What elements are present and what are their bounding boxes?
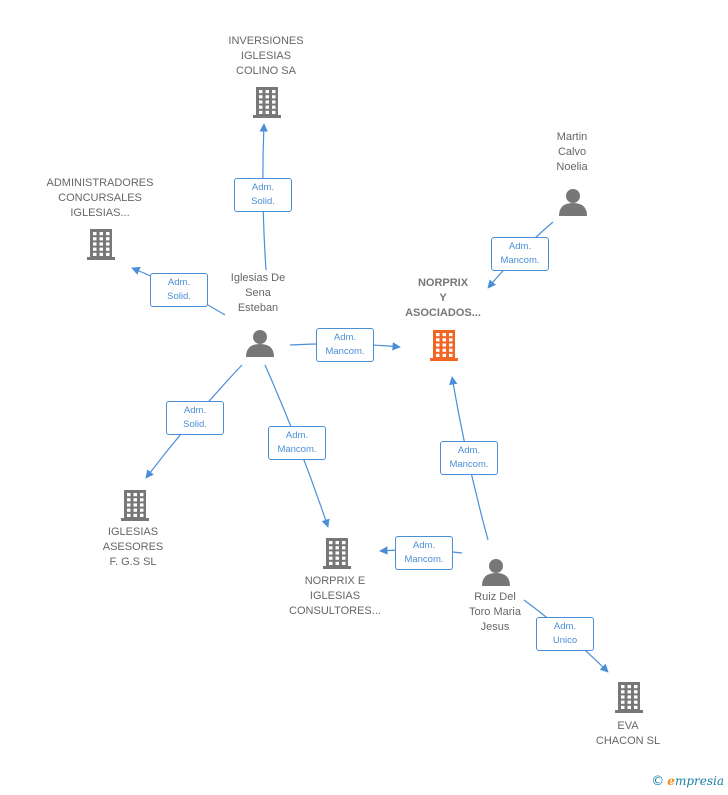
node-label-iglesias-de-sena[interactable]: Iglesias De Sena Esteban (230, 272, 286, 314)
edge-label-iglesias-de-sena-to-norprix-e-iglesias: Adm. Mancom. (268, 426, 326, 460)
brand-name: mpresia (674, 774, 724, 788)
edge-label-ruiz-del-toro-to-norprix-y-asociados: Adm. Mancom. (440, 441, 498, 475)
building-icon-focus (430, 330, 458, 361)
person-icon (559, 189, 587, 216)
edge-label-iglesias-de-sena-to-norprix-y-asociados: Adm. Mancom. (316, 328, 374, 362)
edge-label-iglesias-de-sena-to-inversiones: Adm. Solid. (234, 178, 292, 212)
node-label-ruiz-del-toro[interactable]: Ruiz Del Toro Maria Jesus (469, 591, 521, 633)
node-label-eva-chacon[interactable]: EVA CHACON SL (595, 720, 661, 747)
edge-label-martin-calvo-to-norprix-y-asociados: Adm. Mancom. (491, 237, 549, 271)
edge-label-ruiz-del-toro-to-eva-chacon: Adm. Unico (536, 617, 594, 651)
person-icon (482, 559, 510, 586)
edge-label-iglesias-de-sena-to-administradores: Adm. Solid. (150, 273, 208, 307)
building-icon (121, 490, 149, 521)
node-label-iglesias-asesores[interactable]: IGLESIAS ASESORES F. G.S SL (102, 526, 164, 568)
node-label-inversiones[interactable]: INVERSIONES IGLESIAS COLINO SA (228, 35, 304, 77)
node-label-martin-calvo[interactable]: Martin Calvo Noelia (556, 131, 588, 173)
node-label-norprix-e-iglesias[interactable]: NORPRIX E IGLESIAS CONSULTORES... (289, 575, 381, 617)
node-label-norprix-y-asociados[interactable]: NORPRIX Y ASOCIADOS... (405, 277, 481, 319)
node-label-administradores[interactable]: ADMINISTRADORES CONCURSALES IGLESIAS... (46, 177, 154, 219)
copyright-symbol: © (651, 774, 665, 789)
person-icon (246, 330, 274, 357)
building-icon (253, 87, 281, 118)
edge-label-iglesias-de-sena-to-iglesias-asesores: Adm. Solid. (166, 401, 224, 435)
building-icon (323, 538, 351, 569)
building-icon (87, 229, 115, 260)
brand-initial: e (667, 774, 675, 788)
edge-label-ruiz-del-toro-to-norprix-e-iglesias: Adm. Mancom. (395, 536, 453, 570)
building-icon (615, 682, 643, 713)
empresia-logo: ©empresia (651, 774, 724, 789)
